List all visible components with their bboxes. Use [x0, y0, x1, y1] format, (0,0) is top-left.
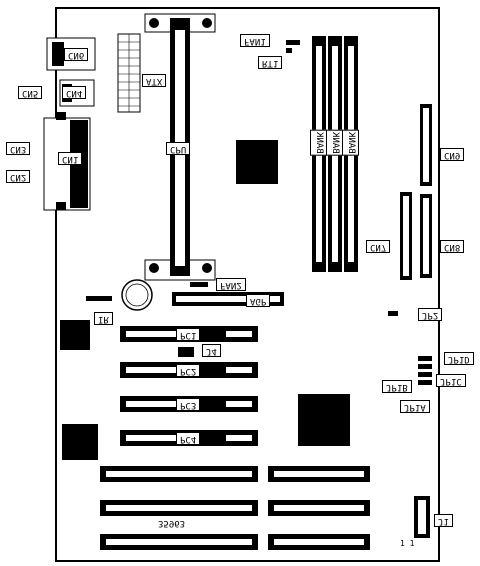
pci-slot-2-groove-b — [226, 367, 252, 373]
pc3-label: PC3 — [176, 398, 201, 411]
io-chip — [60, 320, 90, 350]
jp1b-label: JP1B — [382, 380, 412, 393]
isa-slot-2-b-groove — [274, 505, 364, 511]
isa-slot-1-b-groove — [274, 471, 364, 477]
mount-hole — [149, 18, 159, 28]
battery-rim — [125, 283, 149, 307]
pci-slot-3-groove-a — [126, 401, 176, 407]
cn6-port — [52, 42, 64, 66]
mount-hole — [202, 263, 212, 273]
pci-slot-4-groove-a — [126, 435, 176, 441]
ir-header — [86, 296, 112, 301]
pci-slot-2-groove-a — [126, 367, 176, 373]
north-bridge-chip — [236, 140, 278, 184]
j1-label: J1 — [434, 514, 453, 527]
jp2-header — [388, 311, 398, 316]
isa-slot-3-a-groove — [106, 539, 252, 545]
agp-label: AGP — [246, 294, 271, 307]
cn6-label: CN6 — [64, 48, 89, 61]
pci-slot-1-groove-a — [126, 331, 176, 337]
ir-label: IR — [94, 312, 113, 325]
isa-slot-2-a-groove — [106, 505, 252, 511]
pci-slot-1-groove-b — [226, 331, 252, 337]
j4-header — [178, 347, 194, 357]
pci-slot-4-groove-b — [226, 435, 252, 441]
fan2-label: FAN2 — [216, 278, 246, 291]
mount-hole — [149, 263, 159, 273]
atx-label: ATX — [142, 74, 167, 87]
cn2-label: CN2 — [6, 170, 31, 183]
mount-hole — [202, 18, 212, 28]
cn8-label: CN8 — [440, 240, 465, 253]
cpu-label: CPU — [166, 142, 191, 155]
rt1-header — [286, 48, 292, 53]
jp1c-label: JP1C — [436, 374, 466, 387]
cn7-label: CN7 — [366, 240, 391, 253]
cn4-label: CN4 — [62, 86, 87, 99]
jp1d-label: JP1D — [444, 352, 474, 365]
rt1-label: RT1 — [258, 56, 283, 69]
cn3-label: CN3 — [6, 142, 31, 155]
bank3-label: BANK — [342, 130, 359, 156]
jp1b-header — [418, 372, 432, 377]
atx-pins — [118, 34, 140, 112]
bank1-label: BANK — [310, 130, 327, 156]
cn9-pins — [423, 108, 429, 182]
pc4-label: PC4 — [176, 432, 201, 445]
south-bridge-chip — [298, 394, 350, 446]
cn1-screw-bottom — [56, 202, 66, 210]
bank2-label: BANK — [326, 130, 343, 156]
jp1a-label: JP1A — [400, 400, 430, 413]
pci-slot-3-groove-b — [226, 401, 252, 407]
cn7-pins — [403, 196, 409, 276]
isa-slot-1-a-groove — [106, 471, 252, 477]
isa-slot-3-b-groove — [274, 539, 364, 545]
jp1c-header — [418, 364, 432, 369]
pc1-label: PC1 — [176, 328, 201, 341]
pc2-label: PC2 — [176, 364, 201, 377]
battery — [121, 279, 153, 311]
cn9-label: CN9 — [440, 148, 465, 161]
j4-label: J4 — [202, 344, 221, 357]
cn8-pins — [423, 198, 429, 274]
cn1-label: CN1 — [58, 152, 83, 165]
fan2-header — [190, 282, 208, 287]
pin1-marker: 1 1 — [400, 539, 415, 548]
agp-slot-groove — [176, 296, 280, 302]
bios-chip — [62, 424, 98, 460]
fan1-header — [286, 40, 300, 45]
jp1d-header — [418, 356, 432, 361]
j1-pins — [418, 500, 426, 534]
fan1-label: FAN1 — [240, 34, 270, 47]
board-number: 35963 — [158, 518, 186, 528]
cn1-screw-top — [56, 112, 66, 120]
jp2-label: JP2 — [418, 308, 443, 321]
jp1a-header — [418, 380, 432, 385]
cn5-label: CN5 — [18, 86, 43, 99]
